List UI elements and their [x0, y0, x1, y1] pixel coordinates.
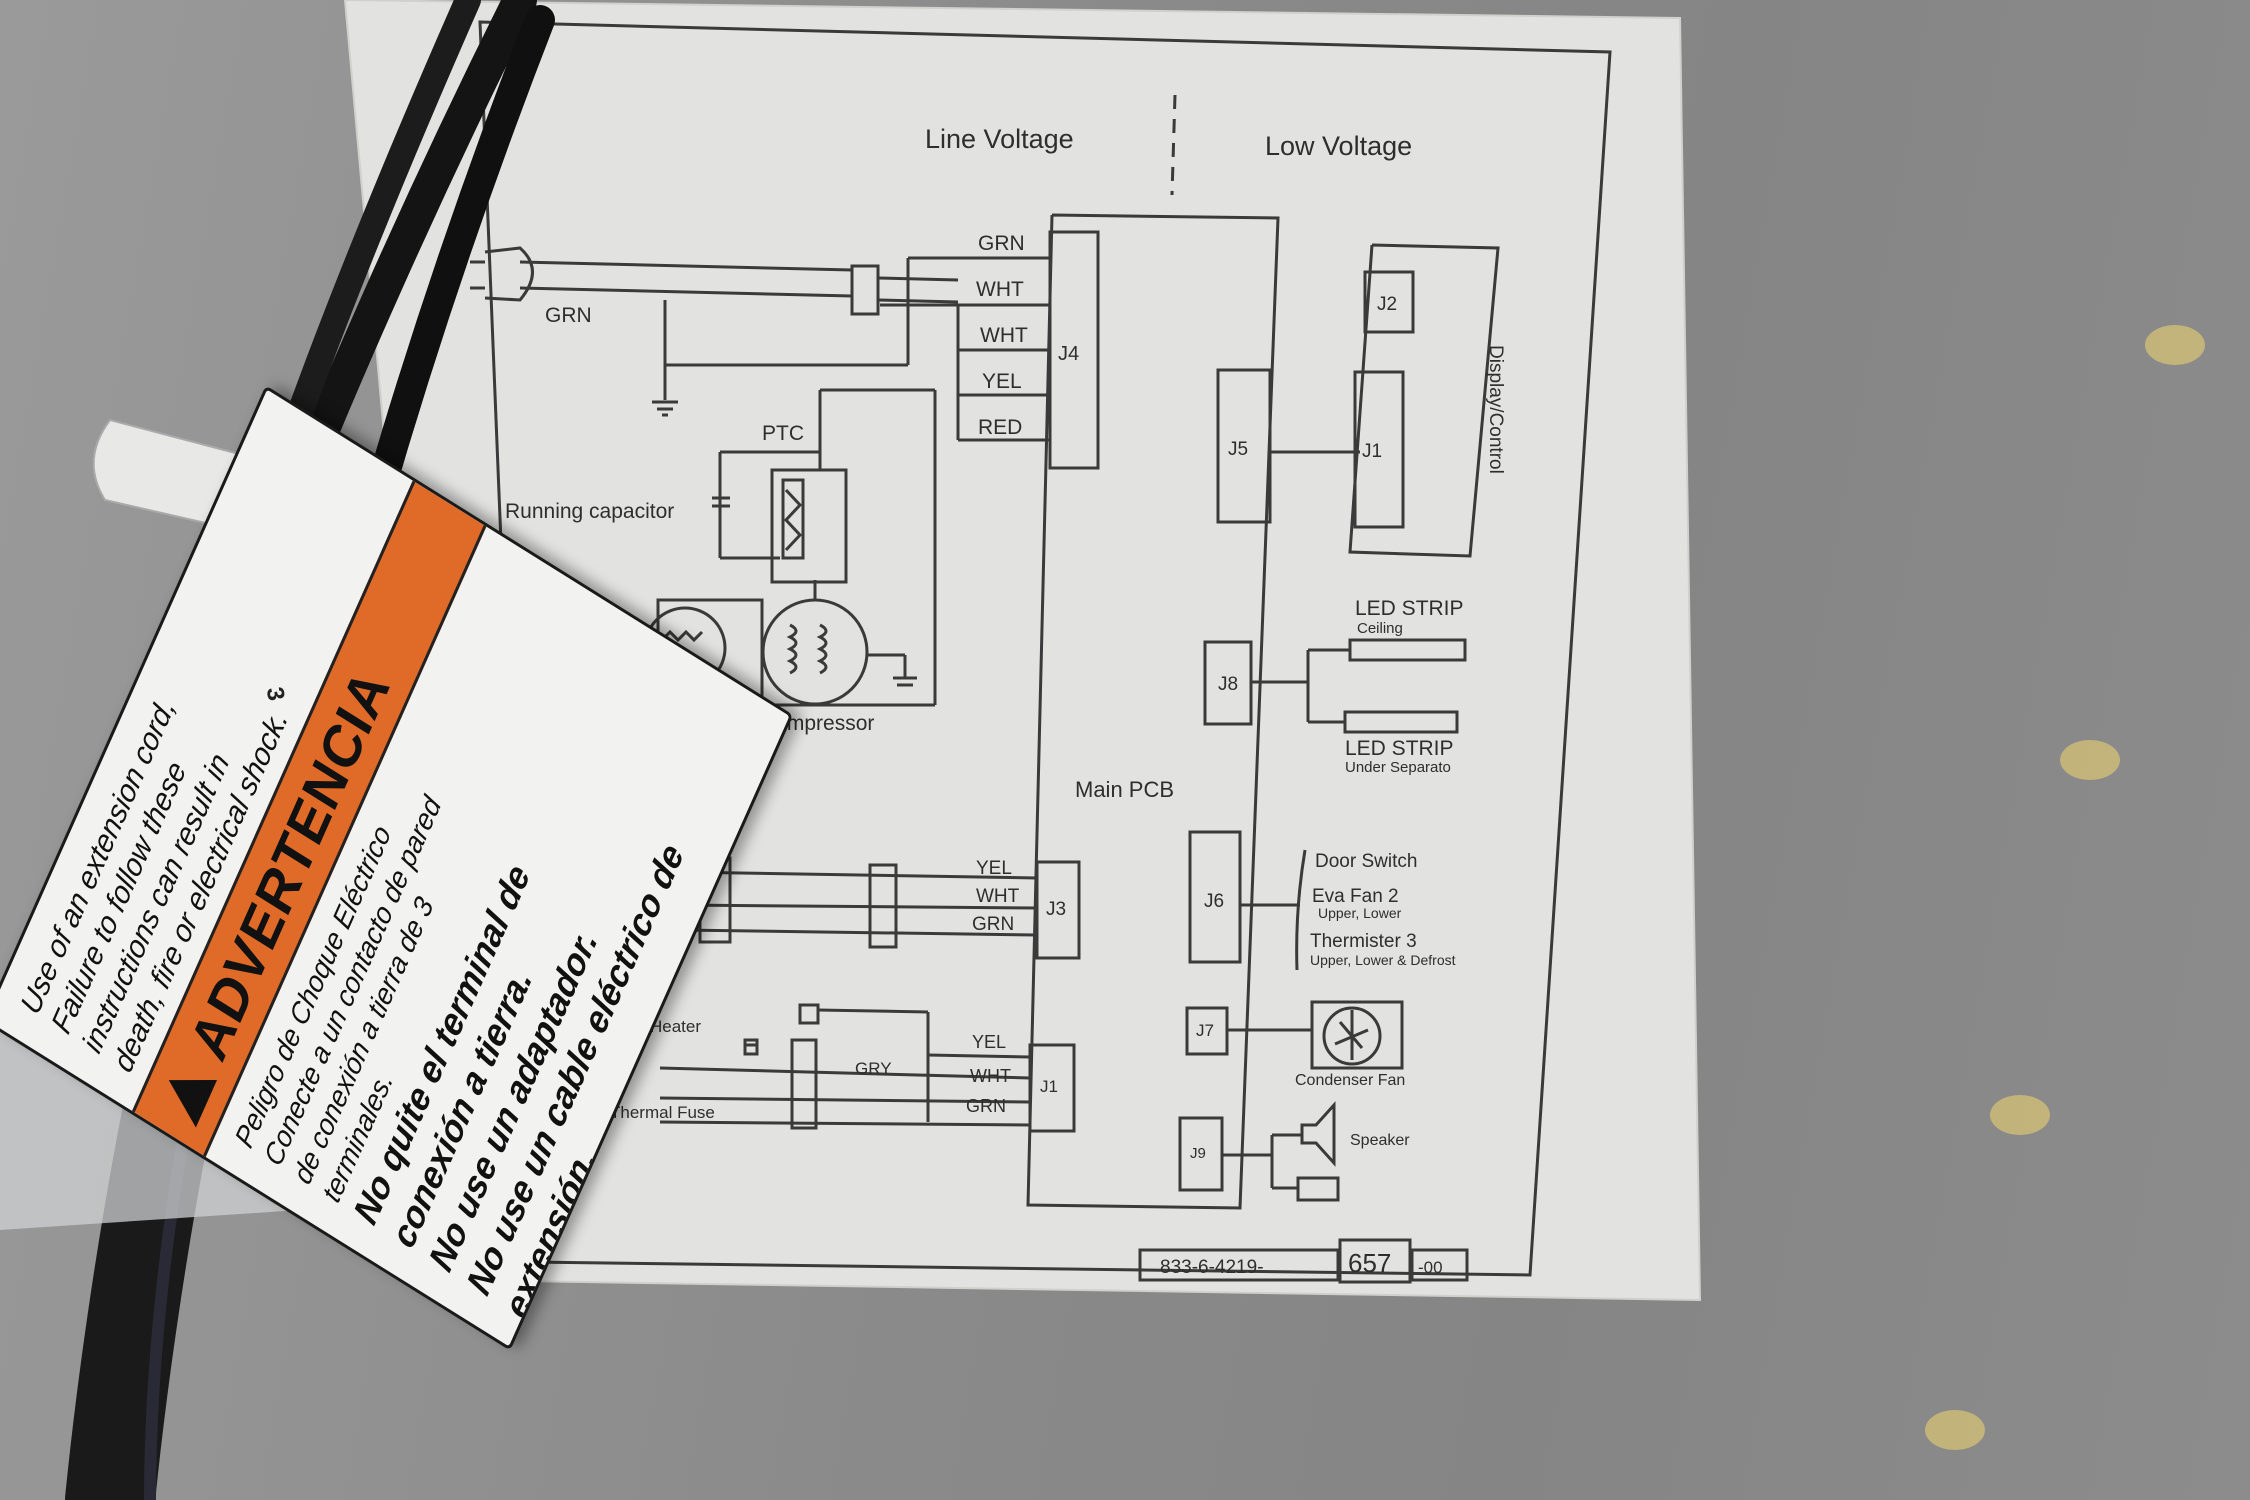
j1-lower-wire-label: YEL [972, 1032, 1006, 1052]
eva-fan-sub: Upper, Lower [1318, 905, 1402, 921]
j2-connector [1363, 270, 1415, 334]
j1-display-connector [1353, 370, 1405, 529]
part-number-suffix: -00 [1418, 1258, 1443, 1277]
j9-label: J9 [1190, 1145, 1206, 1162]
thermister-sub: Upper, Lower & Defrost [1310, 952, 1456, 968]
display-control-board [1348, 243, 1500, 558]
condenser-fan [1310, 1000, 1404, 1070]
speaker-icon [1300, 1101, 1336, 1167]
j6-label: J6 [1204, 891, 1224, 912]
j1-lower-connector [1028, 1043, 1076, 1133]
j4-wire-label: RED [978, 416, 1022, 439]
part-number: 833-6-4219- [1160, 1257, 1264, 1278]
j4-label: J4 [1058, 343, 1079, 365]
section-line-voltage: Line Voltage [925, 124, 1074, 154]
j8-label: J8 [1218, 674, 1238, 695]
heater-label: Heater [640, 822, 698, 843]
ground-label: GRN [545, 304, 592, 327]
heater2-label: Heater [650, 1017, 701, 1036]
j5-connector [1216, 368, 1272, 524]
j7-label: J7 [1196, 1021, 1214, 1040]
thermister-label: Thermister 3 [1310, 931, 1417, 952]
gold-screw-dot [1990, 1095, 2050, 1135]
j6-connector [1188, 830, 1242, 964]
display-control-label: Display/Control [1485, 345, 1506, 474]
ptc-label: PTC [762, 422, 804, 445]
j4-wire-label: WHT [976, 278, 1024, 301]
led-strip-under [1343, 710, 1459, 734]
voltage-divider [1170, 94, 1177, 196]
j1-lower-wire-label: GRN [966, 1096, 1006, 1116]
gold-screw-dot [2060, 740, 2120, 780]
j4-wire-label: GRN [978, 232, 1025, 255]
gold-screw-dot [2145, 325, 2205, 365]
cord-sleeve [296, 558, 382, 737]
condenser-fan-label: Condenser Fan [1295, 1072, 1405, 1089]
j1-lower-label: J1 [1040, 1077, 1058, 1096]
compressor-label: Compressor [760, 712, 874, 735]
eva-fan-label: Eva Fan 2 [1312, 886, 1399, 907]
section-low-voltage: Low Voltage [1265, 131, 1412, 161]
thermal-fuse-label: Thermal Fuse [610, 1103, 715, 1122]
tape-wrap [0, 970, 310, 1230]
led-ceiling-sub: Ceiling [1357, 620, 1403, 637]
j4-wire-label: WHT [980, 324, 1028, 347]
main-pcb-label: Main PCB [1075, 777, 1174, 802]
speaker-label: Speaker [1350, 1132, 1410, 1149]
j1-lower-wire-label: WHT [970, 1066, 1011, 1086]
gold-screw-dot [1925, 1410, 1985, 1450]
tag-strip [92, 418, 302, 542]
led-under-label: LED STRIP [1345, 737, 1454, 760]
gry-label: GRY [855, 1059, 892, 1078]
j3-label: J3 [1046, 899, 1066, 920]
cord-clamp [850, 264, 880, 316]
overload-relay-label: Overload Relay [622, 734, 767, 757]
j4-wire-label: YEL [982, 370, 1022, 393]
speaker-plug [1296, 1176, 1340, 1202]
j5-label: J5 [1228, 439, 1248, 460]
j3-connector [1035, 860, 1081, 960]
led-ceiling-label: LED STRIP [1355, 597, 1464, 620]
running-capacitor-label: Running capacitor [505, 500, 674, 523]
j1-display-label: J1 [1362, 441, 1382, 462]
j3-wire-label: GRN [972, 914, 1014, 935]
j3-wire-label: WHT [976, 886, 1020, 907]
j6-bracket [1295, 849, 1307, 971]
led-under-sub: Under Separato [1345, 759, 1451, 776]
j2-label: J2 [1377, 294, 1397, 315]
wiring-label-paper [343, 0, 1702, 1302]
part-number-mid: 657 [1348, 1248, 1391, 1278]
door-switch-label: Door Switch [1315, 851, 1417, 872]
j3-wire-label: YEL [976, 858, 1012, 879]
power-plug [484, 246, 534, 302]
led-strip-ceiling [1348, 638, 1467, 662]
